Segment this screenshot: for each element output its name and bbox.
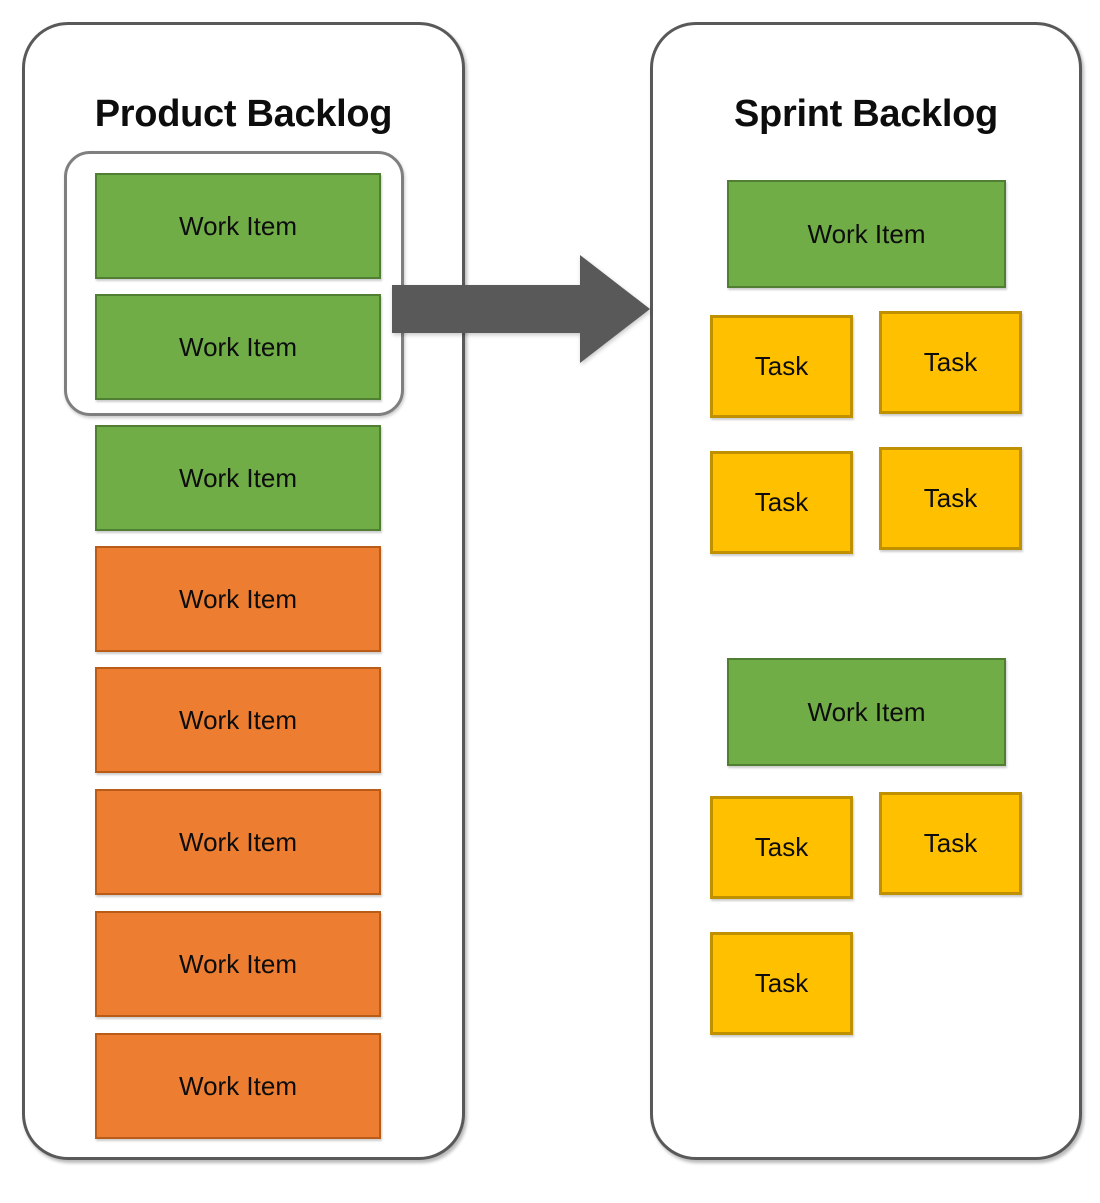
sprint-group-1-work-item-label: Work Item (807, 218, 926, 249)
sprint-backlog-title: Sprint Backlog (734, 93, 998, 135)
product-work-item-8-label: Work Item (179, 1070, 297, 1101)
product-work-item-3-label: Work Item (179, 462, 297, 493)
product-work-item-7[interactable]: Work Item (95, 911, 381, 1017)
product-work-item-6-label: Work Item (179, 826, 297, 857)
sprint-group-1-task-4-label: Task (923, 483, 978, 513)
sprint-group-2-work-item[interactable]: Work Item (727, 658, 1006, 766)
sprint-group-1-task-4[interactable]: Task (879, 447, 1022, 550)
sprint-group-2-task-2-label: Task (923, 828, 978, 858)
product-work-item-4[interactable]: Work Item (95, 546, 381, 652)
sprint-group-1-task-3[interactable]: Task (710, 451, 853, 554)
product-work-item-7-label: Work Item (179, 948, 297, 979)
product-work-item-4-label: Work Item (179, 583, 297, 614)
sprint-group-1-task-1-label: Task (754, 351, 809, 381)
product-work-item-5-label: Work Item (179, 704, 297, 735)
selected-items-highlight[interactable] (64, 151, 404, 416)
product-backlog-title: Product Backlog (94, 93, 393, 135)
product-work-item-5[interactable]: Work Item (95, 667, 381, 773)
transfer-arrow-icon (392, 255, 650, 363)
sprint-group-2-work-item-label: Work Item (807, 696, 926, 727)
sprint-group-2-task-3[interactable]: Task (710, 932, 853, 1035)
sprint-group-2-task-1-label: Task (754, 832, 809, 862)
product-work-item-6[interactable]: Work Item (95, 789, 381, 895)
sprint-group-2-task-2[interactable]: Task (879, 792, 1022, 895)
sprint-group-2-task-1[interactable]: Task (710, 796, 853, 899)
sprint-group-1-task-2-label: Task (923, 347, 978, 377)
sprint-group-1-work-item[interactable]: Work Item (727, 180, 1006, 288)
product-work-item-8[interactable]: Work Item (95, 1033, 381, 1139)
sprint-group-1-task-2[interactable]: Task (879, 311, 1022, 414)
sprint-group-1-task-1[interactable]: Task (710, 315, 853, 418)
sprint-group-2-task-3-label: Task (754, 968, 809, 998)
product-work-item-3[interactable]: Work Item (95, 425, 381, 531)
sprint-group-1-task-3-label: Task (754, 487, 809, 517)
